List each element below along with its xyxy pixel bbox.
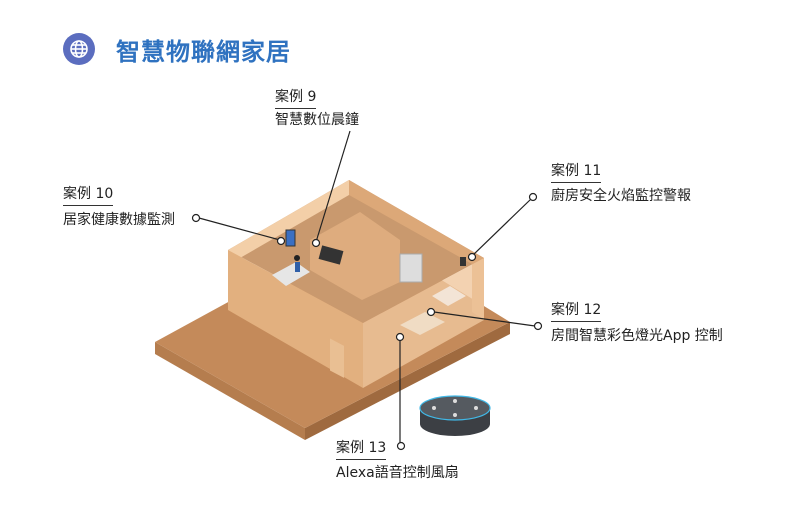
case-11-text: 廚房安全火焰監控警報 — [551, 188, 691, 204]
case-10-text: 居家健康數據監測 — [63, 212, 175, 228]
door — [330, 338, 344, 378]
desk — [400, 312, 445, 335]
case-12-text: 房間智慧彩色燈光App 控制 — [551, 328, 723, 344]
sofa — [272, 262, 310, 286]
stove — [432, 286, 466, 306]
interior-wall — [310, 212, 400, 300]
case-11-label: 案例 11 — [551, 160, 602, 183]
flame-sensor — [460, 257, 466, 266]
echo-dot-speaker — [419, 395, 491, 436]
case-13-label: 案例 13 — [336, 437, 387, 460]
globe-icon — [63, 33, 95, 65]
case-9-label: 案例 9 — [275, 86, 317, 109]
fridge — [399, 253, 423, 283]
page-title: 智慧物聯網家居 — [116, 38, 291, 66]
tablet-device — [285, 229, 296, 247]
person-body — [295, 262, 300, 272]
leader-line-11 — [471, 198, 532, 257]
leader-line-9 — [315, 130, 351, 243]
platform-side-left — [155, 342, 305, 440]
leader-line-10 — [198, 217, 281, 241]
back-wall-left — [228, 180, 349, 258]
platform-side-right — [305, 322, 510, 440]
case-12-label: 案例 12 — [551, 299, 602, 322]
back-wall-right — [349, 180, 484, 320]
case-13-text: Alexa語音控制風扇 — [336, 465, 459, 481]
person — [294, 255, 300, 261]
case-10-label: 案例 10 — [63, 183, 114, 206]
case-9-text: 智慧數位晨鐘 — [275, 112, 359, 128]
front-wall-left — [228, 250, 363, 388]
clock-display — [318, 245, 344, 265]
leader-line-12 — [433, 311, 536, 327]
